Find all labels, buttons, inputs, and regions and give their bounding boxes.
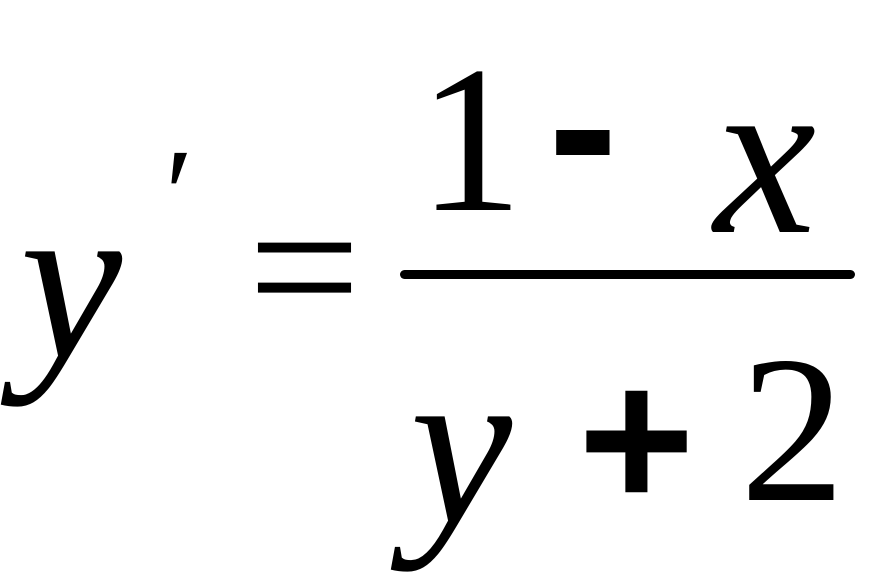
numerator-constant: 1 [418,24,523,256]
equals-sign: = [248,157,361,378]
lhs-variable-y: y [20,152,123,407]
denominator-plus-sign: + [578,328,695,551]
denominator-constant: 2 [740,314,845,546]
fraction-bar [400,270,855,279]
numerator-minus-sign: - [548,7,618,242]
denominator-variable-y: y [410,317,513,572]
numerator-variable-x: x [714,27,817,282]
prime-symbol: ′ [165,123,194,267]
